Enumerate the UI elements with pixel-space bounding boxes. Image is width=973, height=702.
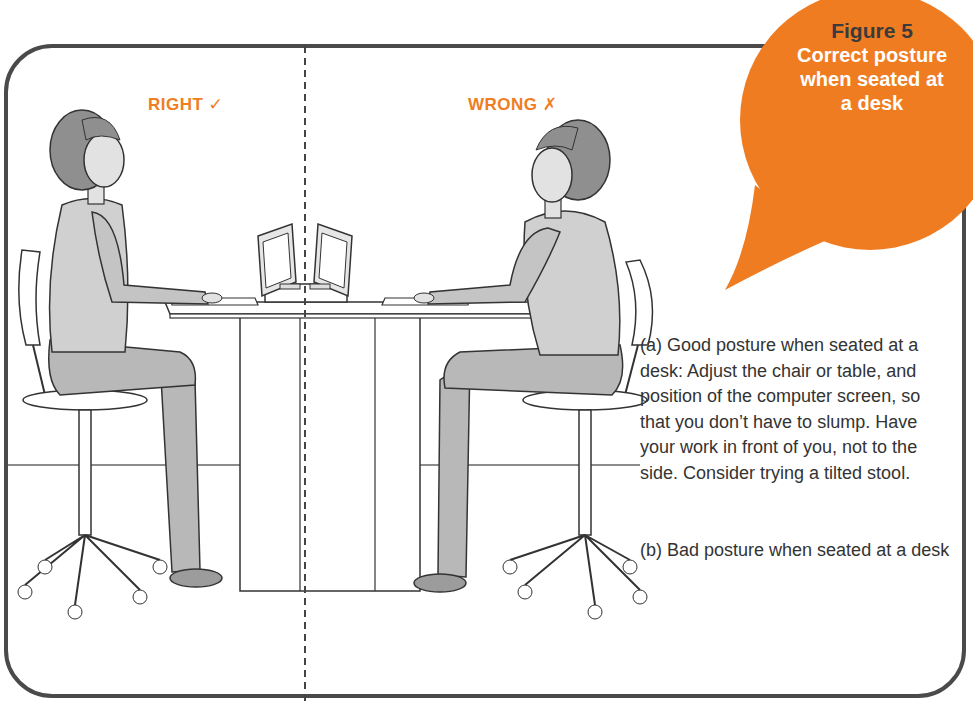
chair-wheel <box>503 560 517 574</box>
chair-wheel <box>68 605 82 619</box>
face <box>532 148 572 202</box>
chair-wheel <box>18 585 32 599</box>
desk-panel <box>240 315 420 591</box>
panel-heading: WRONG ✗ <box>468 95 598 115</box>
chair-strut <box>625 345 638 395</box>
chair-wheel <box>633 590 647 604</box>
chair-base <box>510 535 640 605</box>
caption-text: (b) Bad posture when seated at a desk <box>640 538 950 564</box>
desk-panel-line <box>374 315 375 591</box>
caption-text: (a) Good posture when seated at a desk: … <box>640 333 950 486</box>
face <box>84 133 124 187</box>
chair-wheel <box>38 560 52 574</box>
monitor-stand <box>280 284 300 289</box>
chair-wheel <box>518 585 532 599</box>
arm <box>428 228 560 304</box>
hand <box>414 293 434 303</box>
leg <box>438 360 470 577</box>
leg <box>160 360 200 572</box>
chair-wheel <box>153 560 167 574</box>
figure-number: Figure 5 <box>793 18 951 43</box>
monitor-screen <box>319 233 347 288</box>
chair-wheel <box>588 605 602 619</box>
foot <box>414 574 466 592</box>
chair-wheel <box>133 590 147 604</box>
arm <box>92 212 208 304</box>
desk-panel-line <box>299 315 300 591</box>
divider-line <box>304 46 306 702</box>
chair-back <box>19 250 40 345</box>
chair-base <box>25 535 160 605</box>
hand <box>202 293 222 303</box>
monitor-stand <box>310 284 330 289</box>
chair-wheel <box>623 560 637 574</box>
figure-title: Correct posture when seated at a desk <box>793 43 951 115</box>
foot <box>170 569 222 587</box>
monitor-screen <box>263 233 291 288</box>
chair-back <box>626 260 653 345</box>
bubble-circle <box>740 0 973 250</box>
panel-heading: RIGHT ✓ <box>148 95 268 115</box>
hair-fringe <box>82 118 120 141</box>
hair-fringe <box>536 126 578 150</box>
chair-column <box>79 410 91 535</box>
callout-bubble: Figure 5Correct posture when seated at a… <box>715 0 973 300</box>
chair-strut <box>33 345 45 395</box>
chair-column <box>579 410 591 535</box>
